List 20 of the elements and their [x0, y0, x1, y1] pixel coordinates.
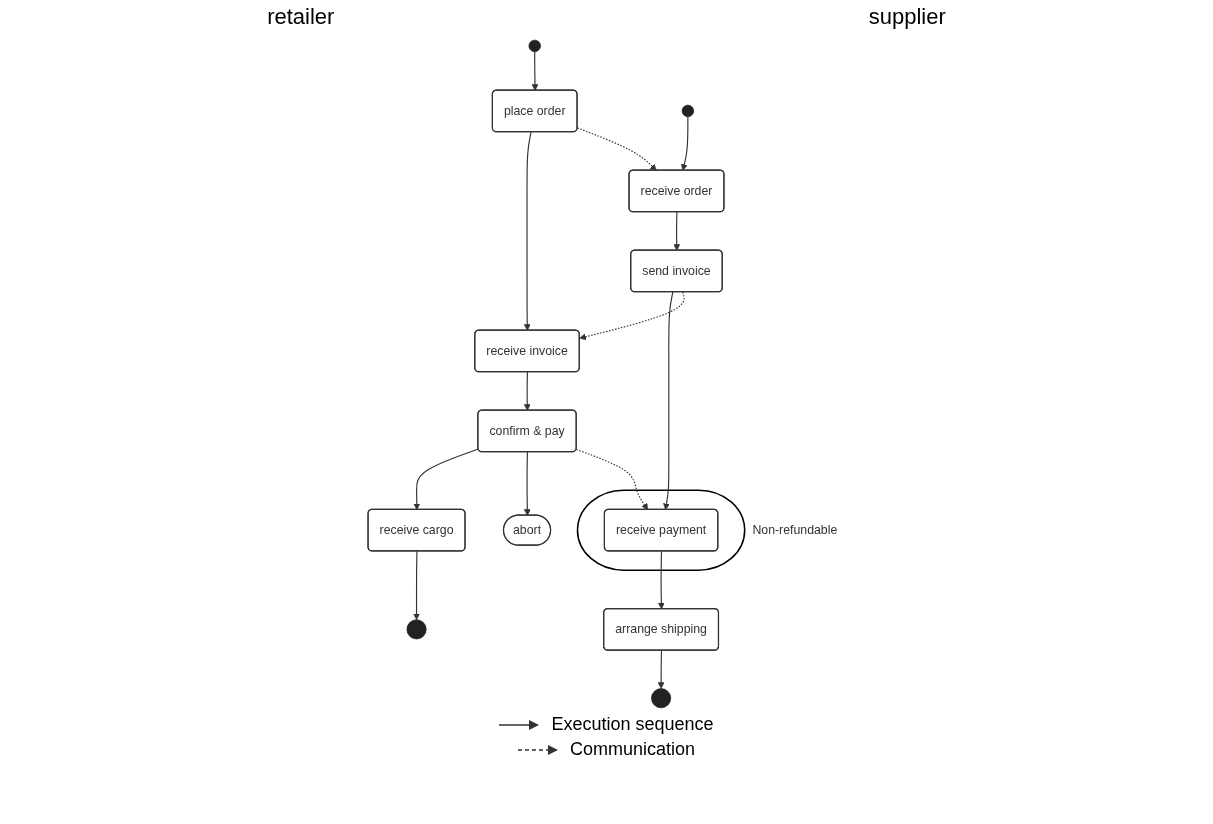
arrow	[579, 291, 685, 341]
arrow	[413, 550, 420, 621]
arrow	[657, 649, 665, 689]
arrow	[523, 451, 531, 516]
arrow	[673, 211, 681, 251]
node-label: Non-refundable	[752, 523, 838, 537]
arrow	[523, 371, 531, 411]
node-circle	[406, 619, 427, 640]
arrow	[681, 116, 689, 171]
arrow	[531, 51, 539, 91]
arrow	[413, 448, 479, 511]
arrow	[523, 131, 532, 331]
arrow	[658, 550, 665, 610]
node-circle	[681, 104, 695, 118]
node-circle	[528, 39, 541, 53]
lane-heading: supplier	[868, 4, 946, 30]
legend-text: Communication	[569, 739, 696, 760]
legend-text: Execution sequence	[551, 714, 714, 735]
arrow	[663, 291, 674, 511]
lane-heading: retailer	[267, 4, 335, 30]
